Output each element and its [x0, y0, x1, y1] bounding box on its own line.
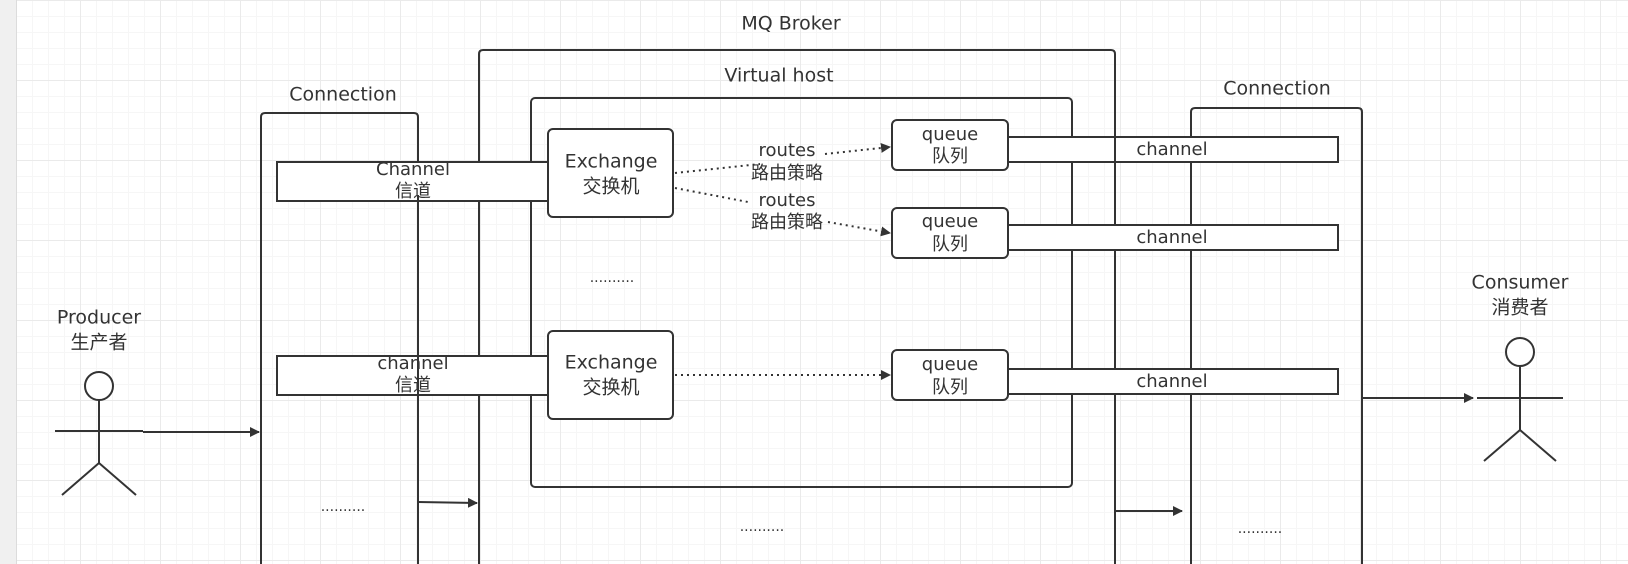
route-link[interactable]: routes 路由策略 [674, 187, 891, 237]
producer-head-icon [84, 371, 114, 401]
canvas-left-ruler [0, 0, 17, 564]
queue-sublabel: 队列 [932, 146, 968, 167]
queue-sublabel: 队列 [932, 234, 968, 255]
consumer-channel[interactable]: channel [1007, 224, 1339, 251]
consumer-channel-label: channel [1136, 371, 1207, 392]
queue-node[interactable]: queue 队列 [891, 349, 1009, 401]
exchange-sublabel: 交换机 [582, 377, 639, 399]
consumer-channel-label: channel [1136, 139, 1207, 160]
producer-connection-ellipsis: .......... [321, 499, 366, 515]
consumer-channel[interactable]: channel [1007, 368, 1339, 395]
route-sublabel: 路由策略 [751, 212, 823, 233]
virtual-host-label: Virtual host [724, 65, 833, 87]
consumer-connection-box[interactable] [1190, 107, 1363, 564]
producer-actor[interactable]: Producer 生产者 [55, 307, 143, 496]
producer-channel-label: channel [377, 353, 448, 374]
queue-label: queue [922, 124, 978, 145]
consumer-connection-ellipsis: .......... [1238, 521, 1283, 537]
consumer-connection-label: Connection [1223, 78, 1331, 100]
connection-to-broker-arrow[interactable] [417, 497, 478, 508]
producer-channel[interactable]: channel 信道 [276, 353, 550, 396]
exchange-sublabel: 交换机 [582, 176, 639, 198]
broker-ellipsis: .......... [740, 519, 785, 535]
consumer-actor[interactable]: Consumer 消费者 [1472, 272, 1569, 462]
producer-channel-sublabel: 信道 [395, 181, 431, 202]
consumer-channel-label: channel [1136, 227, 1207, 248]
queue-sublabel: 队列 [932, 377, 968, 398]
exchange-node[interactable]: Exchange 交换机 [547, 330, 674, 420]
route-label: routes [759, 140, 816, 161]
queue-label: queue [922, 354, 978, 375]
queue-node[interactable]: queue 队列 [891, 207, 1009, 259]
mq-broker-label: MQ Broker [741, 13, 840, 35]
exchange-node[interactable]: Exchange 交换机 [547, 128, 674, 218]
producer-channel[interactable]: Channel 信道 [276, 159, 550, 202]
exchange-label: Exchange [565, 352, 658, 374]
consumer-channel[interactable]: channel [1007, 136, 1339, 163]
mq-broker-box[interactable] [478, 49, 1116, 564]
vhost-ellipsis: .......... [590, 270, 635, 286]
producer-connection-box[interactable] [260, 112, 419, 564]
producer-channel-label: Channel [376, 159, 450, 180]
exchange-label: Exchange [565, 151, 658, 173]
route-sublabel: 路由策略 [751, 163, 823, 184]
route-label: routes [759, 190, 816, 211]
producer-channel-sublabel: 信道 [395, 375, 431, 396]
producer-sublabel: 生产者 [70, 332, 127, 354]
queue-label: queue [922, 211, 978, 232]
consumer-label: Consumer [1472, 272, 1569, 294]
consumer-sublabel: 消费者 [1491, 297, 1548, 319]
consumer-head-icon [1505, 337, 1535, 367]
route-link[interactable]: routes 路由策略 [674, 140, 891, 184]
producer-label: Producer [57, 307, 141, 329]
virtual-host-box[interactable] [530, 97, 1073, 488]
producer-connection-label: Connection [289, 84, 397, 106]
queue-node[interactable]: queue 队列 [891, 119, 1009, 171]
